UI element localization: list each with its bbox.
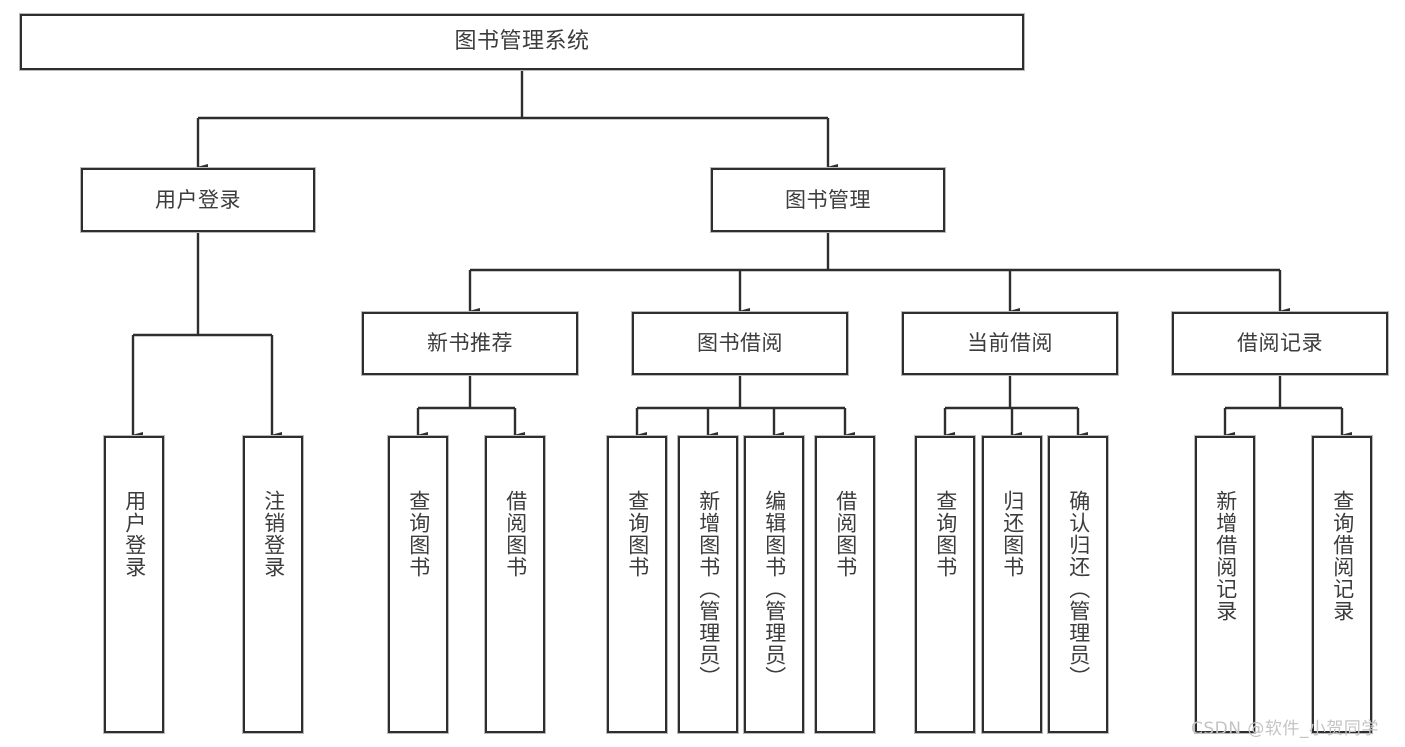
- node-label: 用户登录: [122, 490, 147, 578]
- node-leaf-5: 新增图书（管理员）: [678, 436, 738, 733]
- node-leaf-8: 查询图书: [915, 436, 975, 733]
- node-level3-3: 借阅记录: [1172, 312, 1388, 375]
- node-leaf-6: 编辑图书（管理员）: [744, 436, 804, 733]
- node-label: 编辑图书（管理员）: [762, 490, 787, 688]
- node-label: 用户登录: [155, 187, 241, 212]
- node-label: 借阅记录: [1237, 331, 1323, 356]
- node-leaf-9: 归还图书: [982, 436, 1042, 733]
- node-label: 注销登录: [261, 490, 286, 578]
- node-label: 查询借阅记录: [1330, 490, 1355, 622]
- node-level2-1: 图书管理: [711, 168, 945, 232]
- node-leaf-1: 注销登录: [243, 436, 303, 733]
- node-leaf-10: 确认归还（管理员）: [1048, 436, 1108, 733]
- node-label: 当前借阅: [967, 331, 1053, 356]
- node-leaf-4: 查询图书: [607, 436, 667, 733]
- node-label: 新增图书（管理员）: [696, 490, 721, 688]
- node-label: 确认归还（管理员）: [1066, 490, 1091, 688]
- node-label: 图书管理: [785, 187, 871, 212]
- node-label: 查询图书: [625, 490, 650, 578]
- node-level3-0: 新书推荐: [362, 312, 578, 375]
- node-label: 归还图书: [1000, 490, 1025, 578]
- node-label: 查询图书: [933, 490, 958, 578]
- node-leaf-3: 借阅图书: [485, 436, 545, 733]
- node-label: 查询图书: [406, 490, 431, 578]
- node-label: 借阅图书: [833, 490, 858, 578]
- node-leaf-7: 借阅图书: [815, 436, 875, 733]
- node-label: 新书推荐: [427, 331, 513, 356]
- node-label: 图书管理系统: [454, 29, 590, 55]
- node-leaf-11: 新增借阅记录: [1195, 436, 1255, 733]
- node-label: 新增借阅记录: [1213, 490, 1238, 622]
- node-label: 图书借阅: [697, 331, 783, 356]
- node-leaf-0: 用户登录: [104, 436, 164, 733]
- node-level2-0: 用户登录: [81, 168, 315, 232]
- node-label: 借阅图书: [503, 490, 528, 578]
- csdn-watermark: CSDN @软件_小贺同学: [1191, 719, 1379, 739]
- node-root: 图书管理系统: [20, 14, 1024, 70]
- node-level3-1: 图书借阅: [632, 312, 848, 375]
- node-level3-2: 当前借阅: [902, 312, 1118, 375]
- node-leaf-12: 查询借阅记录: [1312, 436, 1372, 733]
- node-leaf-2: 查询图书: [388, 436, 448, 733]
